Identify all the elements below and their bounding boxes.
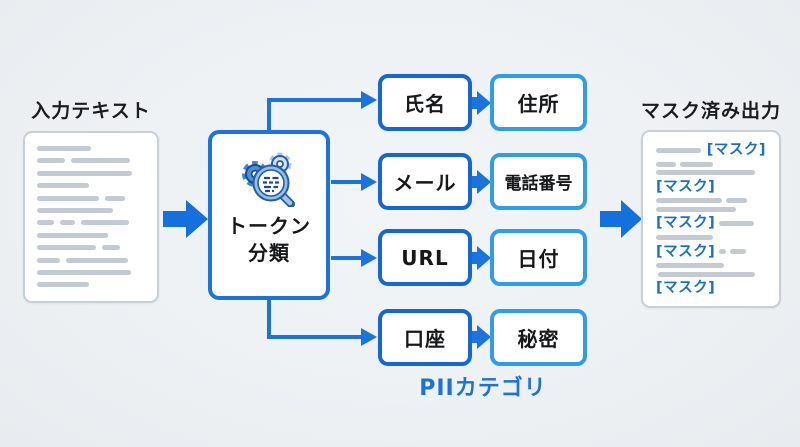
text-line-placeholder — [37, 146, 145, 151]
token-classifier-icon — [242, 152, 295, 207]
text-line-placeholder — [37, 282, 145, 288]
text-line-placeholder — [656, 161, 766, 167]
text-line-placeholder — [656, 170, 766, 176]
masked-line: [マスク] — [656, 244, 766, 260]
input-title: 入力テキスト — [31, 100, 151, 122]
category-box-url: URL — [378, 229, 472, 286]
arrow-right-icon — [471, 170, 491, 194]
arrowhead-icon — [361, 328, 377, 346]
arrowhead-icon — [361, 173, 377, 191]
classifier-label-line1: トークン — [227, 214, 311, 238]
text-line-placeholder — [37, 158, 145, 164]
mask-token: [マスク] — [656, 243, 716, 260]
arrow-right-icon — [471, 91, 491, 115]
category-box-phone: 電話番号 — [490, 153, 587, 210]
text-line-placeholder — [656, 271, 766, 277]
text-line-placeholder — [37, 232, 145, 238]
text-line-placeholder — [37, 245, 145, 251]
text-line-placeholder — [37, 257, 145, 263]
mask-token: [マスク] — [656, 215, 716, 232]
output-document: [マスク] [マスク] [マスク] [マスク] [マスク] — [641, 130, 781, 308]
pii-categories-label: PIIカテゴリ — [419, 376, 547, 401]
text-line-placeholder — [37, 170, 145, 176]
text-line-placeholder — [37, 195, 145, 201]
masked-line: [マスク] — [656, 142, 766, 158]
mask-token: [マスク] — [706, 141, 766, 158]
text-line-placeholder — [37, 269, 145, 275]
flow-arrow-icon — [163, 200, 208, 238]
text-line-placeholder — [37, 220, 145, 226]
token-classifier-box: トークン 分類 — [208, 130, 330, 300]
text-line-placeholder — [656, 198, 766, 204]
mask-token: [マスク] — [656, 178, 716, 195]
input-document — [23, 131, 159, 303]
arrowhead-icon — [361, 91, 377, 109]
category-box-secret: 秘密 — [490, 309, 587, 366]
arrow-right-icon — [471, 246, 491, 270]
mask-token: [マスク] — [656, 280, 716, 297]
output-title: マスク済み出力 — [640, 100, 781, 122]
text-line-placeholder — [37, 207, 145, 213]
category-box-account: 口座 — [378, 309, 472, 366]
category-box-name: 氏名 — [378, 74, 472, 131]
category-box-address: 住所 — [490, 74, 587, 131]
text-line-placeholder — [656, 235, 766, 241]
arrow-right-icon — [471, 325, 491, 349]
masked-line: [マスク] — [656, 216, 766, 232]
category-box-email: メール — [378, 153, 472, 210]
flow-arrow-icon — [600, 200, 642, 238]
masked-line: [マスク] — [656, 179, 766, 195]
text-line-placeholder — [656, 263, 766, 269]
category-box-date: 日付 — [490, 229, 587, 286]
classifier-label-line2: 分類 — [248, 241, 290, 265]
text-line-placeholder — [656, 206, 766, 212]
text-line-placeholder — [37, 183, 145, 189]
arrowhead-icon — [361, 249, 377, 267]
masked-line: [マスク] — [656, 281, 766, 297]
classifier-label: トークン 分類 — [227, 213, 311, 267]
